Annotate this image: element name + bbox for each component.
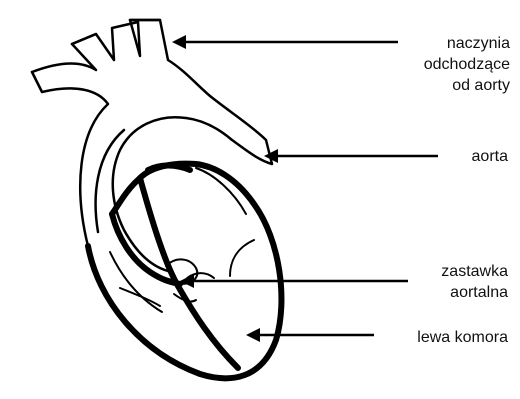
label-vessels-line-2: odchodzące bbox=[424, 54, 510, 75]
chamber-thin-2 bbox=[120, 288, 160, 306]
pointer-vessels-arrow bbox=[172, 35, 186, 49]
pointer-ventricle-arrow bbox=[246, 328, 260, 342]
label-valve: zastawka aortalna bbox=[441, 261, 508, 303]
label-aorta-text: aorta bbox=[472, 146, 508, 167]
label-vessels: naczynia odchodzące od aorty bbox=[424, 33, 510, 96]
label-ventricle: lewa komora bbox=[417, 327, 508, 348]
atrium-top-line bbox=[148, 166, 190, 171]
label-vessels-line-3: od aorty bbox=[424, 75, 510, 96]
aorta-outer bbox=[32, 20, 272, 272]
label-vessels-line-1: naczynia bbox=[424, 33, 510, 54]
label-aorta: aorta bbox=[472, 146, 508, 167]
label-valve-line-1: zastawka bbox=[441, 261, 508, 282]
vessel-1 bbox=[32, 72, 42, 92]
label-ventricle-text: lewa komora bbox=[417, 327, 508, 348]
heart-outer-wall bbox=[88, 164, 281, 379]
label-valve-line-2: aortalna bbox=[441, 282, 508, 303]
vessel-2 bbox=[72, 34, 96, 44]
inner-arc-right bbox=[230, 240, 254, 276]
